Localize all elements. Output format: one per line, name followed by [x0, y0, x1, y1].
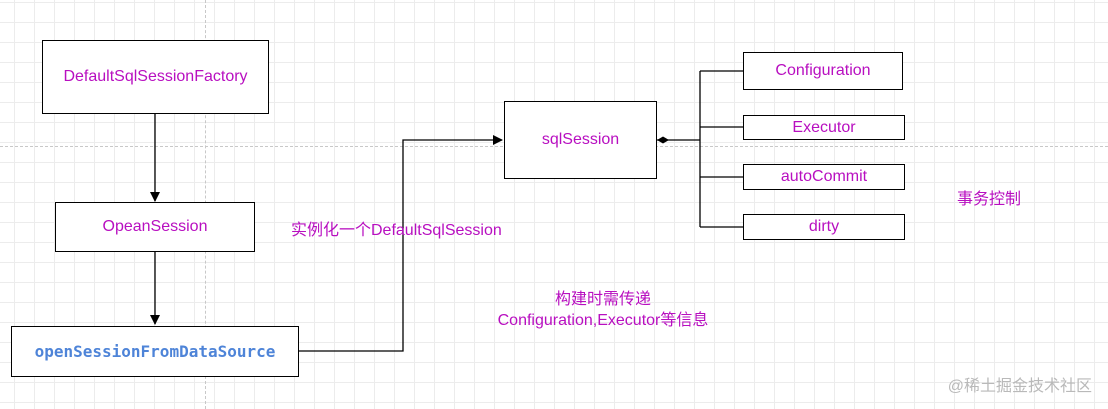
auto-commit-node: autoCommit	[743, 164, 905, 190]
default-sql-session-factory-node: DefaultSqlSessionFactory	[42, 40, 269, 114]
dirty-node: dirty	[743, 214, 905, 240]
build-note: 构建时需传递 Configuration,Executor等信息	[478, 289, 728, 331]
open-session-from-datasource-node: openSessionFromDataSource	[11, 326, 299, 377]
arrow-datasource-to-sqlsession	[299, 135, 503, 352]
transaction-label: 事务控制	[957, 191, 1022, 208]
composition-diamond	[657, 136, 669, 144]
sql-session-node: sqlSession	[504, 101, 657, 179]
executor-node: Executor	[743, 115, 905, 140]
build-note-line-2: Configuration,Executor等信息	[497, 312, 709, 329]
configuration-node: Configuration	[743, 52, 903, 90]
instantiate-label: 实例化一个DefaultSqlSession	[291, 222, 502, 239]
build-note-line-1: 构建时需传递	[554, 291, 651, 308]
watermark: @稀土掘金技术社区	[947, 378, 1092, 395]
open-session-node: OpeanSession	[55, 202, 255, 252]
